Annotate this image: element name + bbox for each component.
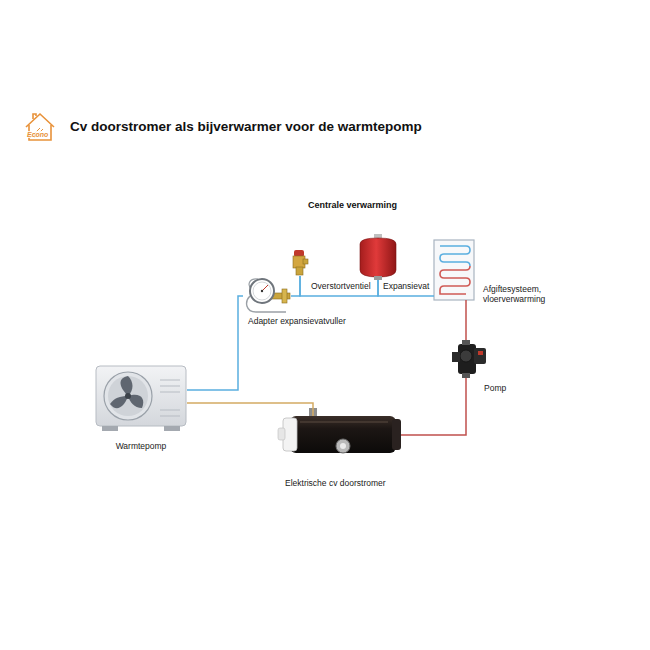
expansion-vessel [360, 234, 396, 280]
pipe [291, 276, 300, 296]
logo-house [26, 114, 54, 140]
pipe [187, 403, 313, 416]
electric-flow-heater: Elektrische cv doorstromer [283, 416, 401, 455]
diagram-title: Cv doorstromer als bijverwarmer voor de … [70, 119, 422, 134]
pipe [465, 300, 467, 340]
logo-text: Econo [27, 131, 48, 138]
heat-pump-unit [96, 366, 186, 431]
floor-heating-coil [434, 240, 474, 300]
component-label: Warmtepomp [116, 441, 167, 451]
component-label: Pomp [484, 383, 524, 393]
gauge-adapter: Adapter expansievatvuller [243, 276, 291, 312]
circulation-pump [452, 340, 486, 378]
relief-valve [293, 250, 308, 275]
relief-valve: Overstortventiel [291, 248, 309, 276]
section-heading: Centrale verwarming [308, 200, 397, 210]
pipe [401, 378, 466, 435]
component-label: Expansievat [383, 281, 443, 291]
component-label: Elektrische cv doorstromer [285, 478, 425, 488]
electric-flow-heater [278, 408, 401, 453]
circulation-pump: Pomp [452, 340, 488, 378]
expansion-vessel: Expansievat [358, 234, 398, 280]
gauge-adapter [247, 279, 290, 312]
heat-pump-unit: Warmtepomp [96, 366, 187, 431]
pipe [187, 296, 243, 390]
component-label: Adapter expansievatvuller [248, 316, 368, 326]
component-label: Overstortventiel [311, 281, 391, 291]
component-label: Afgiftesysteem, vloerverwarming [483, 284, 555, 304]
floor-heating-coil: Afgiftesysteem, vloerverwarming [434, 240, 474, 300]
